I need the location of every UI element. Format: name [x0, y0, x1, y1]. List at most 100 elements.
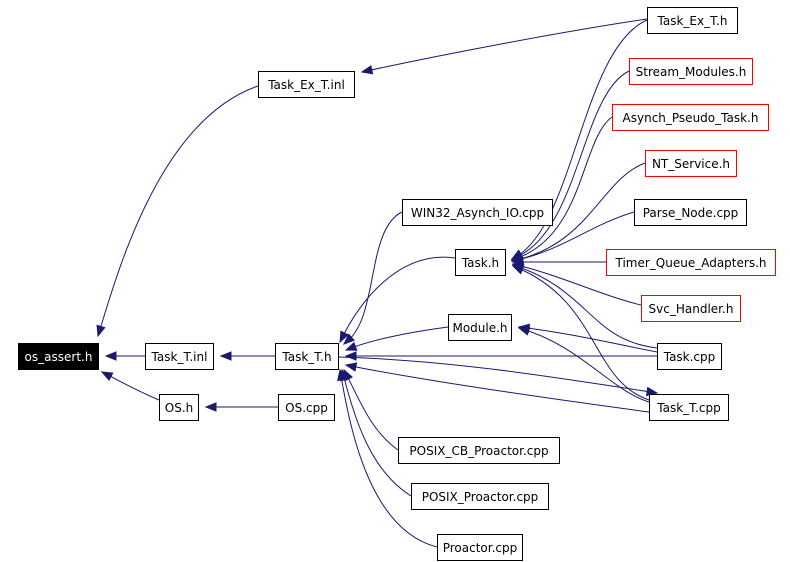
edge-line — [339, 256, 456, 343]
edge-task_t_cpp-to-module_h — [517, 326, 650, 403]
edge-line — [345, 326, 449, 351]
edge-task_t_h-to-task_t_cpp — [337, 356, 659, 397]
node-label: NT_Service.h — [652, 157, 730, 171]
node-posix-proactor-cpp[interactable]: POSIX_Proactor.cpp — [411, 483, 549, 510]
node-box — [448, 314, 512, 341]
node-task-h[interactable]: Task.h — [455, 249, 506, 276]
node-module-h[interactable]: Module.h — [448, 314, 512, 341]
edge-task_cpp-to-module_h — [517, 323, 658, 353]
edge-line — [511, 70, 630, 260]
edge-line — [518, 326, 658, 353]
node-task-ex-t-h[interactable]: Task_Ex_T.h — [647, 7, 738, 34]
node-box — [657, 343, 722, 370]
node-box — [411, 483, 549, 510]
edge-line — [345, 364, 650, 413]
node-label: OS.cpp — [285, 401, 328, 415]
node-label: Task_Ex_T.inl — [267, 78, 345, 92]
edge-timer_queue_adapters_h-to-task_h — [511, 257, 606, 267]
edge-line — [339, 369, 438, 548]
arrowhead-icon — [344, 351, 357, 361]
arrowhead-icon — [342, 333, 355, 345]
node-proactor-cpp[interactable]: Proactor.cpp — [437, 534, 523, 561]
arrowhead-icon — [344, 362, 358, 372]
node-label: Asynch_Pseudo_Task.h — [623, 111, 759, 125]
arrowhead-icon — [204, 402, 217, 412]
edge-line — [511, 162, 646, 262]
node-timer-queue-adapters-h[interactable]: Timer_Queue_Adapters.h — [606, 249, 776, 276]
node-label: OS.h — [165, 401, 193, 415]
node-label: Stream_Modules.h — [636, 65, 747, 79]
node-box — [641, 295, 741, 322]
node-os-h[interactable]: OS.h — [159, 394, 199, 421]
node-asynch-pseudo-task-h[interactable]: Asynch_Pseudo_Task.h — [612, 104, 769, 131]
node-posix-cb-proactor-cpp[interactable]: POSIX_CB_Proactor.cpp — [398, 437, 560, 464]
node-task-ex-t-inl[interactable]: Task_Ex_T.inl — [258, 71, 355, 98]
node-box — [258, 71, 355, 98]
edge-line — [511, 211, 635, 262]
node-box — [278, 394, 335, 421]
edge-posix_proactor_cpp-to-task_t_h — [340, 368, 412, 497]
edge-line — [341, 369, 412, 497]
node-label: Task_T.h — [281, 350, 331, 364]
node-label: Task_Ex_T.h — [657, 14, 728, 28]
node-box — [145, 343, 214, 370]
node-box — [645, 150, 737, 177]
node-label: Proactor.cpp — [443, 541, 518, 555]
edge-line — [337, 356, 658, 394]
arrowhead-icon — [104, 351, 117, 361]
edge-task_h-to-task_t_h — [339, 256, 456, 344]
node-task-cpp[interactable]: Task.cpp — [657, 343, 722, 370]
node-box — [402, 199, 553, 226]
node-box — [647, 7, 738, 34]
arrowhead-icon — [100, 371, 114, 382]
node-os-cpp[interactable]: OS.cpp — [278, 394, 335, 421]
node-box — [437, 534, 523, 561]
node-box — [629, 58, 753, 85]
edge-stream_modules_h-to-task_h — [510, 70, 630, 260]
node-nt-service-h[interactable]: NT_Service.h — [645, 150, 737, 177]
node-stream-modules-h[interactable]: Stream_Modules.h — [629, 58, 753, 85]
edge-line — [97, 85, 259, 337]
edge-line — [511, 19, 648, 260]
edge-task_ex_t_h-to-task_ex_t_inl — [360, 18, 648, 75]
node-label: WIN32_Asynch_IO.cpp — [411, 206, 544, 220]
edge-task_t_h-to-task_t_inl — [219, 351, 275, 361]
node-task-t-inl[interactable]: Task_T.inl — [145, 343, 214, 370]
edge-task_t_cpp-to-task_h — [511, 265, 650, 401]
node-svc-handler-h[interactable]: Svc_Handler.h — [641, 295, 741, 322]
node-win32-asynch-io-cpp[interactable]: WIN32_Asynch_IO.cpp — [402, 199, 553, 226]
node-label: POSIX_CB_Proactor.cpp — [409, 444, 548, 458]
node-box — [606, 249, 776, 276]
node-os-assert-h[interactable]: os_assert.h — [18, 343, 99, 370]
arrowhead-icon — [344, 341, 358, 351]
edge-task_cpp-to-task_h — [511, 264, 658, 349]
edge-win32_asynch_io_cpp-to-task_t_h — [342, 211, 403, 345]
node-parse-node-cpp[interactable]: Parse_Node.cpp — [634, 199, 747, 226]
node-box — [275, 343, 339, 370]
node-label: POSIX_Proactor.cpp — [422, 490, 539, 504]
node-box — [649, 394, 729, 421]
edge-task_t_cpp-to-task_t_h — [344, 362, 650, 413]
edge-task_ex_t_inl-to-os_assert_h — [96, 85, 259, 338]
node-label: os_assert.h — [25, 350, 93, 364]
node-box — [159, 394, 199, 421]
arrowhead-icon — [219, 351, 232, 361]
node-box — [398, 437, 560, 464]
edge-proactor_cpp-to-task_t_h — [337, 368, 438, 548]
edge-line — [512, 263, 642, 306]
node-label: Task.h — [461, 256, 499, 270]
edge-module_h-to-task_t_h — [344, 326, 449, 351]
arrowhead-icon — [517, 326, 531, 336]
edge-line — [361, 18, 648, 73]
node-box — [612, 104, 769, 131]
edge-task_t_inl-to-os_assert_h — [104, 351, 145, 361]
node-box — [634, 199, 747, 226]
edge-line — [518, 327, 650, 403]
edge-line — [343, 211, 403, 345]
node-box — [18, 343, 99, 370]
node-task-t-cpp[interactable]: Task_T.cpp — [649, 394, 729, 421]
node-label: Timer_Queue_Adapters.h — [614, 256, 766, 270]
node-task-t-h[interactable]: Task_T.h — [275, 343, 339, 370]
